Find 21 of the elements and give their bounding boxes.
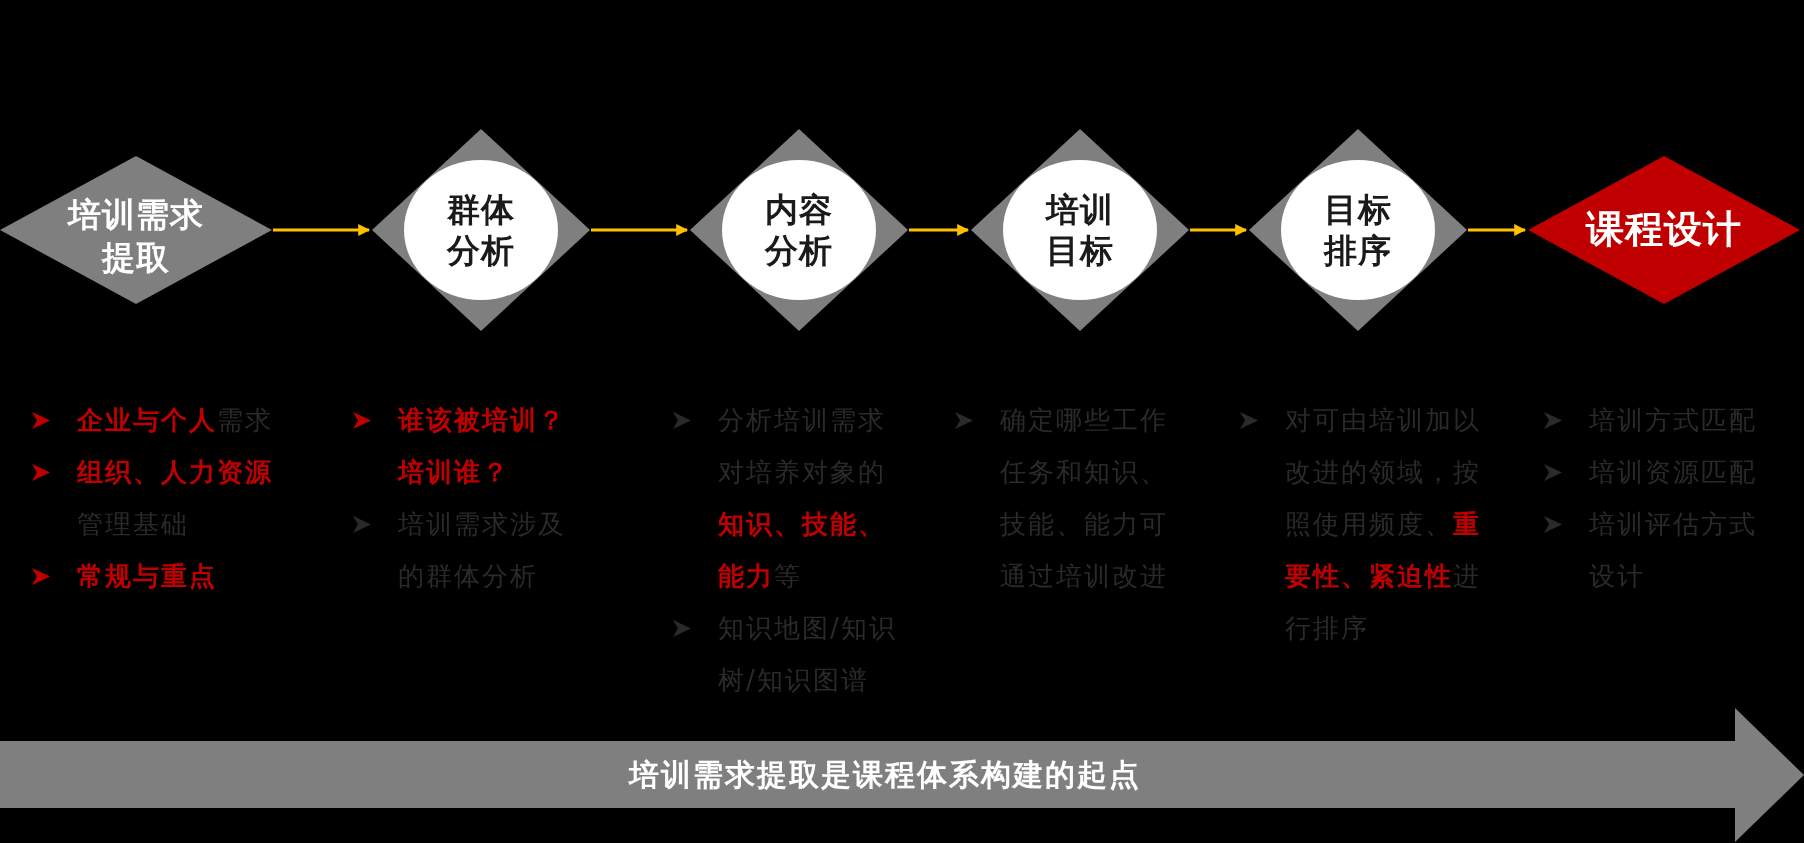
step-label: 目标排序 xyxy=(1322,188,1393,272)
step-label: 课程设计 xyxy=(1586,207,1742,253)
step-diamond xyxy=(1249,129,1467,331)
arrow xyxy=(273,224,371,236)
step-diamond xyxy=(971,129,1189,331)
step-label: 内容分析 xyxy=(764,188,834,272)
banner-text: 培训需求提取是课程体系构建的起点 xyxy=(628,756,1141,794)
step-diamond xyxy=(372,129,590,331)
step-diamond xyxy=(0,156,272,304)
arrow xyxy=(1468,224,1527,236)
bullet-text: 常规与重点 xyxy=(77,560,218,593)
banner-arrow xyxy=(0,708,1804,842)
step-diamond xyxy=(1528,156,1800,304)
step-label: 培训目标 xyxy=(1044,188,1115,272)
bullet-text: 谁该被培训？培训谁？ xyxy=(398,404,567,489)
step-diamond xyxy=(690,129,908,331)
arrow xyxy=(591,224,689,236)
step-label: 培训需求提取 xyxy=(66,194,205,279)
arrow xyxy=(1190,224,1248,236)
step-label: 群体分析 xyxy=(446,188,516,272)
arrow xyxy=(909,224,970,236)
